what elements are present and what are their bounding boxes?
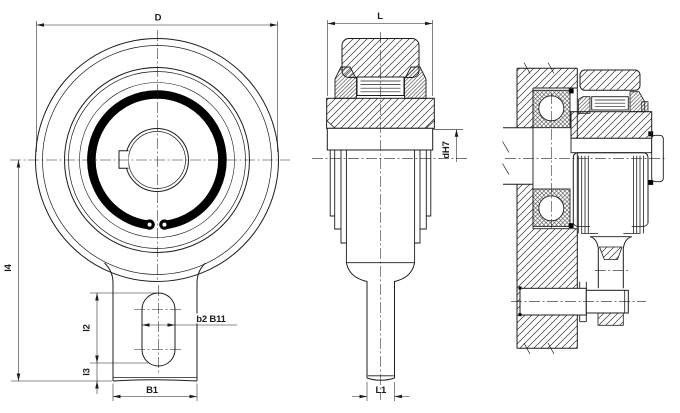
dim-label-B1: B1 bbox=[146, 385, 159, 396]
dim-l3: l3 bbox=[82, 363, 99, 394]
mounted-collar-left bbox=[577, 96, 591, 114]
dim-label-l4: l4 bbox=[3, 263, 14, 271]
dim-label-l3: l3 bbox=[82, 368, 93, 376]
roller-top-block bbox=[579, 69, 641, 91]
mounted-seat-band bbox=[570, 137, 653, 154]
mounted-lower-silhouette bbox=[572, 152, 649, 289]
front-centerlines bbox=[10, 30, 290, 374]
side-centerlines bbox=[312, 32, 468, 400]
dim-l4: l4 bbox=[3, 160, 112, 382]
dim-dH7: dH7 bbox=[433, 129, 463, 162]
mounted-serration-box bbox=[591, 96, 629, 111]
dim-L1: L1 bbox=[352, 382, 410, 401]
dim-label-b2: b2 B11 bbox=[196, 314, 226, 325]
dim-L: L bbox=[327, 11, 433, 96]
mounted-centerlines bbox=[505, 93, 667, 302]
installation-section-view bbox=[500, 62, 667, 355]
shaft bbox=[502, 127, 533, 185]
dim-l2: l2 bbox=[82, 292, 158, 364]
mounted-main-band bbox=[570, 111, 653, 139]
side-section-view: L dH7 L1 bbox=[312, 11, 468, 401]
dim-label-dH7: dH7 bbox=[441, 141, 452, 158]
retaining-ring bbox=[87, 90, 227, 230]
dim-label-l2: l2 bbox=[82, 324, 93, 332]
dim-label-D: D bbox=[155, 13, 162, 24]
step-silhouette bbox=[329, 150, 432, 263]
dim-b2: b2 B11 bbox=[142, 313, 237, 327]
front-view: D l4 l2 l3 B1 bbox=[3, 13, 290, 401]
collar-right-step bbox=[641, 101, 649, 113]
dim-label-L: L bbox=[377, 11, 383, 22]
dim-B1: B1 bbox=[112, 383, 198, 401]
wall-through-slot bbox=[597, 312, 624, 326]
dim-label-L1: L1 bbox=[375, 385, 387, 396]
dim-D: D bbox=[36, 13, 278, 152]
seat-band bbox=[326, 127, 434, 151]
